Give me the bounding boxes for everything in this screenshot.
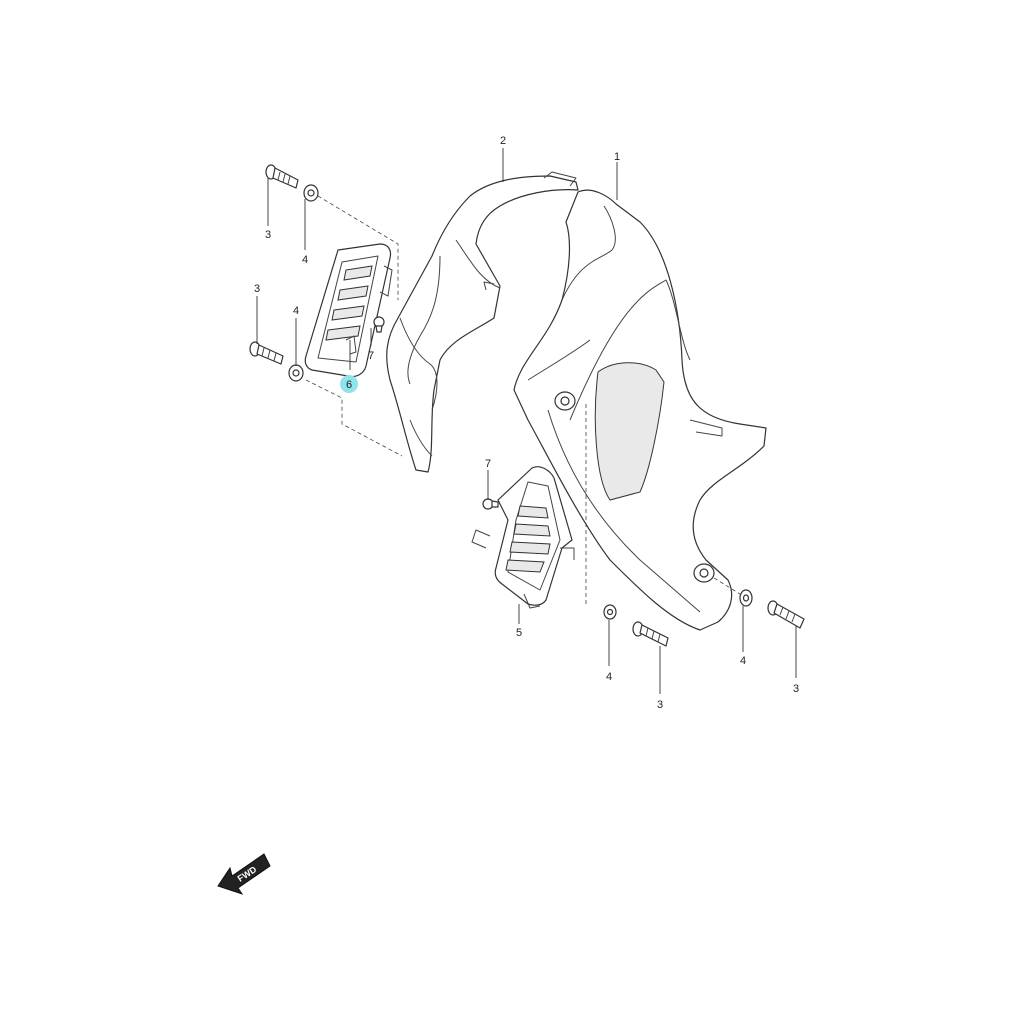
screw-part-3-left[interactable] — [249, 341, 284, 365]
callout-5: 5 — [516, 627, 522, 639]
screw-part-3-bottom-middle[interactable] — [632, 621, 669, 647]
callout-6-highlight[interactable]: 6 — [340, 375, 358, 393]
callout-4-bottom-middle: 4 — [606, 671, 612, 683]
callout-4-left: 4 — [293, 305, 299, 317]
leader-lines — [256, 148, 797, 694]
fwd-arrow-icon — [217, 853, 271, 895]
callout-2: 2 — [500, 135, 506, 147]
callout-6: 6 — [346, 379, 352, 391]
callout-4-bottom-right: 4 — [740, 655, 746, 667]
grommet-part-4-left[interactable] — [288, 364, 304, 382]
screw-part-3-top[interactable] — [265, 164, 299, 189]
screw-part-3-bottom-right[interactable] — [767, 600, 805, 629]
louver-grille-part-5[interactable] — [471, 466, 575, 609]
side-cover-part-1[interactable] — [513, 189, 767, 631]
callout-3-bottom-right: 3 — [793, 683, 799, 695]
callout-3-top: 3 — [265, 229, 271, 241]
callout-1: 1 — [614, 151, 620, 163]
clip-part-7-lower[interactable] — [482, 498, 499, 510]
grommet-part-4-bottom-middle[interactable] — [603, 604, 617, 620]
louver-grille-part-6[interactable] — [304, 243, 393, 378]
highlight-circle — [340, 375, 358, 393]
grommet-part-4-top[interactable] — [303, 184, 319, 202]
inner-frame-part-2[interactable] — [386, 171, 579, 473]
assembly-lines — [305, 195, 741, 606]
callout-7-upper: 7 — [368, 350, 374, 362]
forward-direction-arrow: FWD — [217, 853, 271, 895]
callout-labels: 1 2 3 4 3 4 7 6 7 5 4 3 4 3 — [254, 135, 799, 711]
callout-3-bottom-middle: 3 — [657, 699, 663, 711]
clip-part-7-upper[interactable] — [373, 316, 385, 333]
callout-7-lower: 7 — [485, 458, 491, 470]
callout-4-top: 4 — [302, 254, 308, 266]
grommet-part-4-bottom-right[interactable] — [739, 589, 753, 607]
callout-3-left: 3 — [254, 283, 260, 295]
